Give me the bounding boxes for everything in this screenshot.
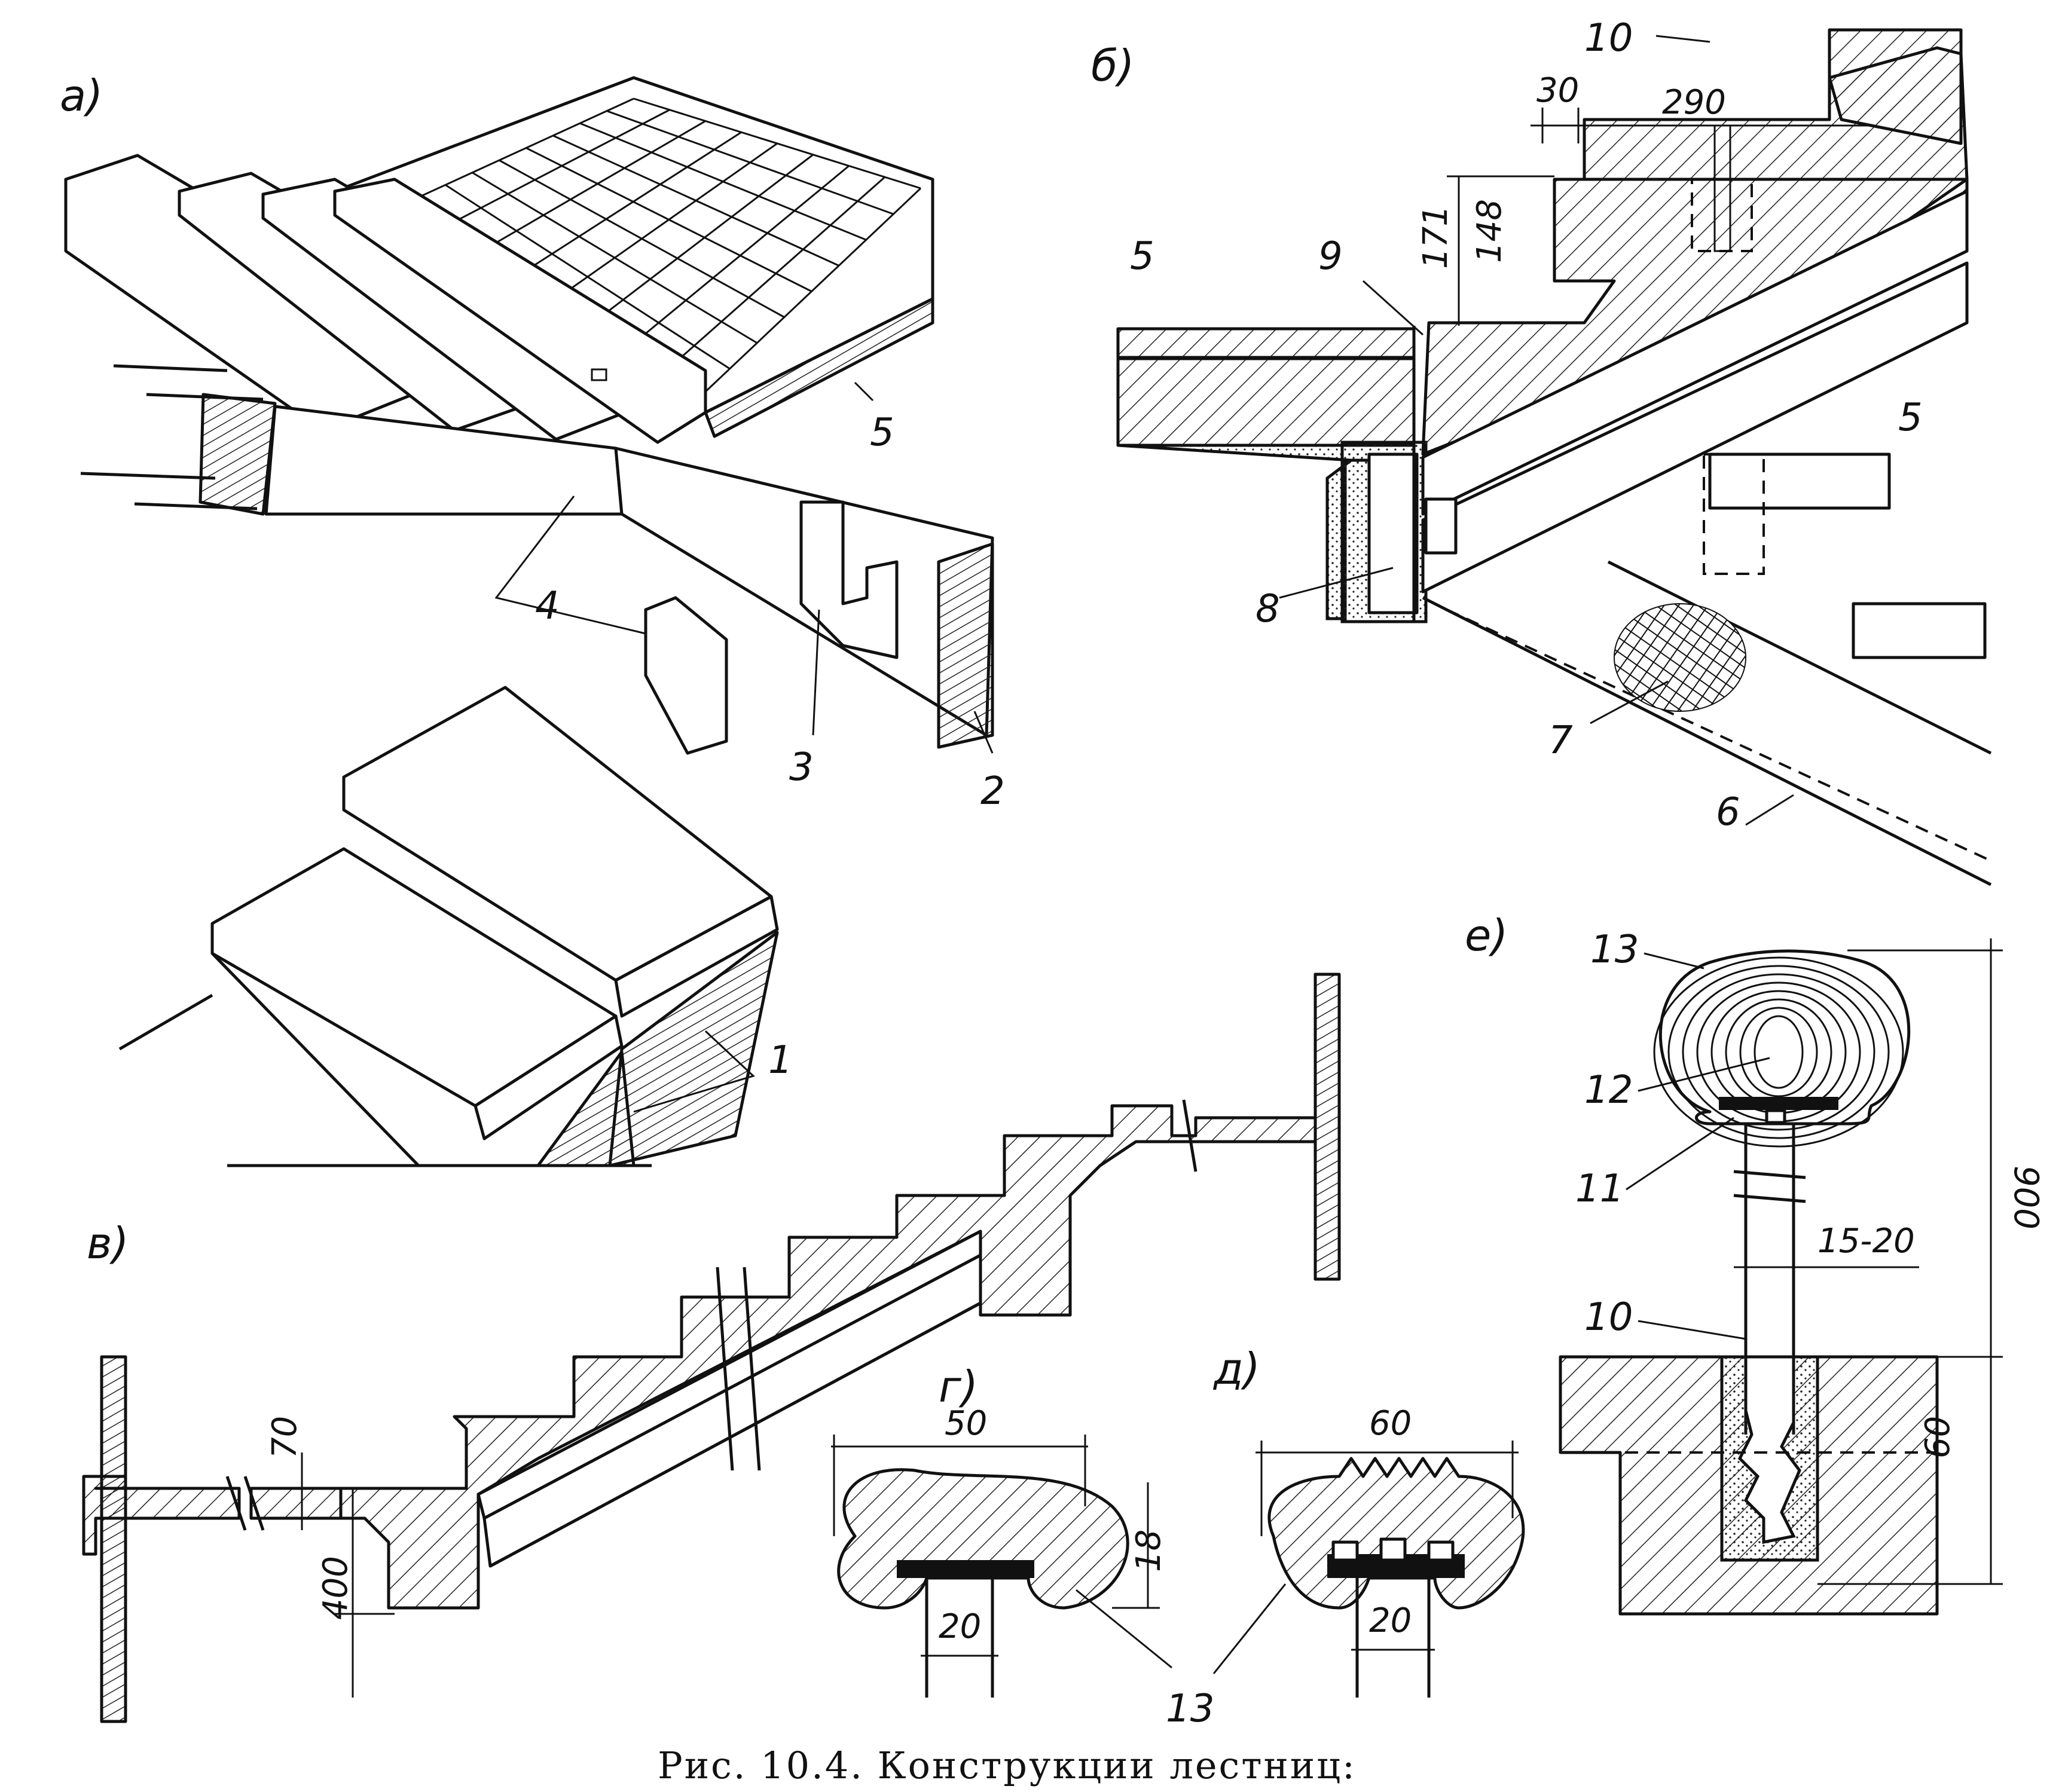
panel-e-handrail-profile: д) 60 20 [1212,1344,1525,1698]
panel-d-handrail-profile: г) 50 18 20 13 [831,1362,1214,1731]
callout-b-7: 7 [1548,718,1573,763]
tile-line [606,110,894,215]
step-slabs-upper [64,154,707,444]
tile-line [595,154,814,322]
dim-d-50: 50 [945,1404,987,1443]
callout-b-9: 9 [1318,234,1343,279]
panel-b-section: б) [1091,16,1992,886]
panel-a-isometric-steps: а) [60,71,1005,1167]
panel-g-dimensions [1734,938,2003,1585]
dim-b-30: 30 [1536,71,1579,110]
dim-b-290: 290 [1662,83,1726,122]
panel-label-a: а) [60,71,103,121]
wood-grain-ring [1754,1015,1804,1089]
tile-line [552,134,839,267]
callout-b-10: 10 [1584,16,1633,60]
landing-slab-section [1116,326,1428,623]
panel-b-dimensions [1447,108,1871,326]
callout-g-13: 13 [1590,928,1639,972]
panel-label-v: в) [87,1218,129,1268]
tile-line [633,97,921,189]
callout-a-5: 5 [870,411,894,455]
callout-a-2: 2 [980,769,1005,814]
panel-label-e: д) [1212,1344,1260,1394]
dim-v-70: 70 [265,1416,304,1458]
panel-e-dimensions [1256,1441,1519,1651]
dim-e-20: 20 [1369,1601,1412,1640]
callout-g-10: 10 [1584,1295,1633,1340]
tile-line [666,176,885,371]
dim-g-60: 60 [1919,1416,1957,1458]
dim-g-900: 900 [2006,1166,2045,1230]
panel-g-handrail-post: е) 900 15-20 60 [1465,910,2045,1616]
wood-grain-ring [1739,1007,1818,1097]
callout-d-13: 13 [1166,1687,1214,1731]
lower-stair-flight [118,596,779,1167]
callout-a-1: 1 [768,1038,793,1082]
stringer-beam [264,405,994,749]
callout-g-12: 12 [1584,1068,1633,1112]
wood-grain-ring [1667,965,1890,1139]
figure-caption: Рис. 10.4. Конструкции лестниц: [658,1744,1357,1787]
reinforcement-mesh [1614,603,1746,712]
callout-b-8: 8 [1256,587,1280,631]
panel-g-leaders [1626,952,1770,1340]
callout-a-4: 4 [535,584,560,628]
callout-a-3: 3 [789,745,814,790]
panel-d-dimensions [831,1435,1160,1657]
panel-label-g: е) [1465,910,1508,961]
tile-line [579,122,867,241]
wooden-handrail [1653,949,1911,1148]
dim-b-171: 171 [1416,205,1455,269]
panel-b-leaders [1279,35,1794,826]
break-marks [225,1099,1198,1531]
steel-stringer-with-steps [1421,28,1992,886]
dim-g-15-20: 15-20 [1817,1222,1915,1261]
panel-a-leaders [494,381,994,1113]
dim-b-148: 148 [1470,199,1509,263]
dim-e-60: 60 [1369,1404,1412,1443]
tile-line [631,165,850,346]
callout-b-5-left: 5 [1130,234,1154,279]
panel-label-d: г) [939,1362,978,1412]
anchor-bars [80,364,277,516]
panel-label-b: б) [1091,41,1135,91]
dim-v-400: 400 [316,1556,355,1620]
tile-line [701,187,922,396]
dim-d-18: 18 [1129,1530,1168,1572]
callout-b-5-right: 5 [1898,396,1923,440]
panel-v-stair-section: в) 70 400 [82,973,1341,1723]
wood-grain-ring [1653,956,1904,1148]
callout-g-11: 11 [1575,1167,1624,1211]
wood-grain-ring [1682,973,1875,1131]
panel-v-dimensions [301,1452,395,1698]
callout-b-6: 6 [1716,790,1740,834]
tile-line [560,142,778,297]
dim-d-20: 20 [939,1607,981,1646]
